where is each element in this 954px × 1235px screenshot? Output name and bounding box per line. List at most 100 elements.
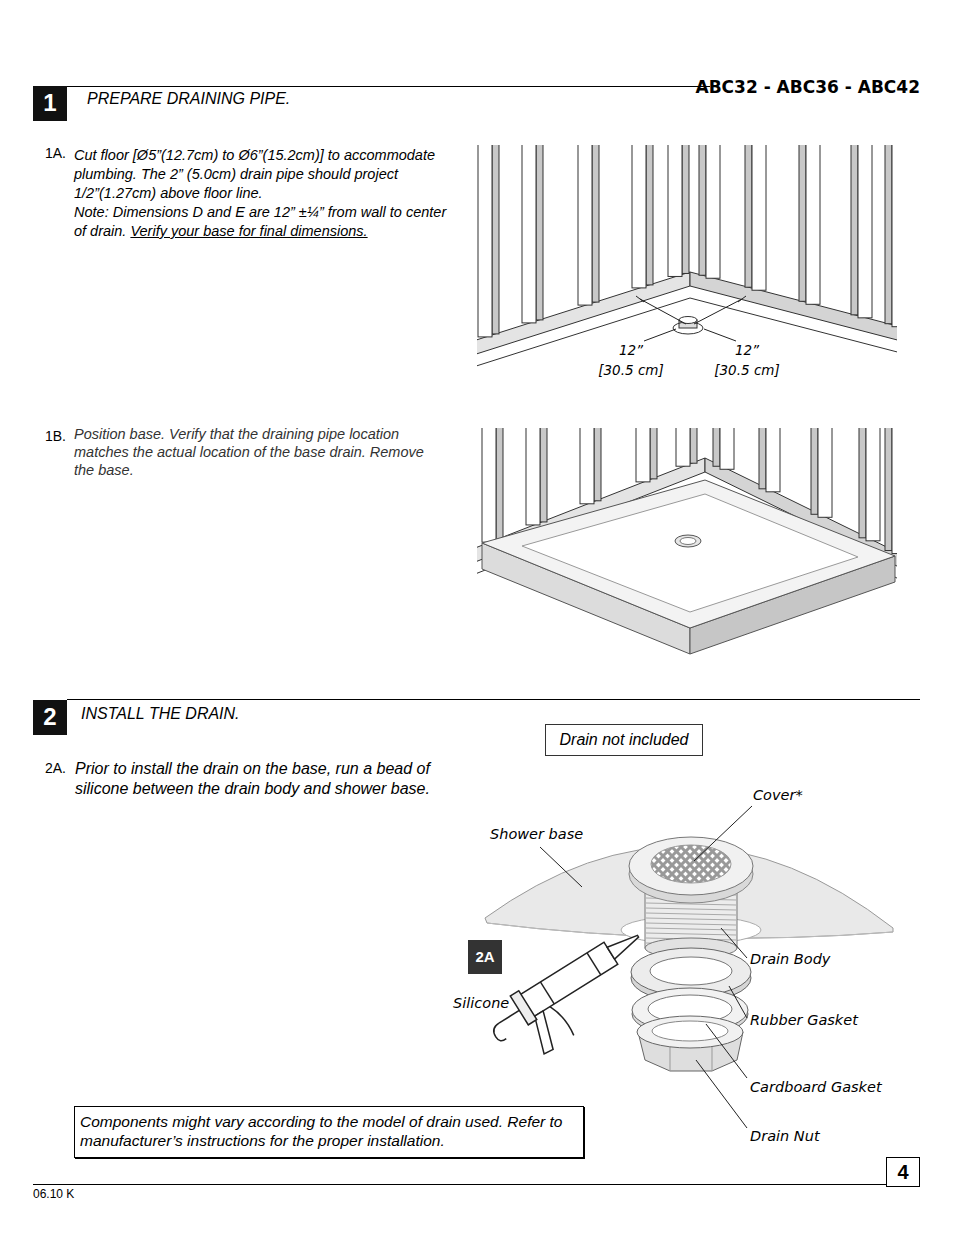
framing-view [477,145,897,371]
caulk-gun [550,1004,575,1038]
dimension: 12” [722,342,772,359]
note-emphasis: Verify your base for final dimensions. [130,223,367,239]
grate [764,840,814,890]
stud [646,145,653,285]
stud [699,145,706,275]
base-top [482,480,895,628]
part-label: Drain Body [750,951,830,968]
stud [682,145,689,273]
caulk-gun [490,1023,508,1043]
grate [755,840,805,890]
stud [866,428,880,541]
stud [578,145,592,305]
stud [580,428,594,504]
stud [752,145,766,290]
part-label: Rubber Gasket [750,1012,858,1029]
thread [646,918,736,920]
caulk-gun [519,942,618,1017]
stud [478,145,492,337]
grate [728,840,778,890]
stud [636,428,650,482]
stud [858,145,872,318]
step-heading: PREPARE DRAINING PIPE. [87,90,290,108]
leader-lines [694,806,752,861]
stud [713,428,720,466]
stud [806,145,820,304]
note-box: Components might vary according to the m… [74,1106,584,1158]
grate [692,840,742,890]
dimension: [30.5 cm] [586,362,676,379]
instruction-text: Position base. Verify that the draining … [74,425,439,479]
stud [885,428,892,551]
stud [526,428,540,525]
stud [811,428,818,514]
stud [859,428,866,538]
stud [720,428,734,469]
base-basin [522,494,858,612]
model-numbers: ABC32 - ABC36 - ABC42 [690,77,920,98]
stud [632,145,646,288]
dimension-lines [644,329,676,341]
stud [818,428,832,517]
thread [646,933,736,935]
stud [592,145,599,302]
dimension: 12” [606,342,656,359]
grate [737,840,787,890]
stud [650,428,657,479]
node-text: 2 [43,704,56,730]
grate [692,840,742,890]
stud [745,145,752,287]
step-heading: INSTALL THE DRAIN. [81,705,240,723]
notice-box: Drain not included [545,724,703,756]
drain-exploded-view [485,837,893,1071]
instruction-text: Cut floor [Ø5”(12.7cm) to Ø6”(15.2cm)] t… [74,146,459,203]
stud [540,428,547,522]
stud [851,145,858,315]
leader-lines [696,1060,747,1128]
thread [646,923,736,925]
caulk-gun [540,982,554,1004]
drain-exploded-view [637,1016,743,1048]
grate [755,840,805,890]
drain-exploded-view [650,957,732,985]
base-view [477,428,897,654]
stud [594,428,601,501]
node-text: Drain not included [560,731,689,749]
stud [536,145,543,320]
rule-lines [67,699,920,700]
stud [766,428,780,492]
caulk-gun [607,930,642,959]
drain-exploded-view [620,840,814,890]
stud [676,428,690,466]
part-label: Cover* [753,787,803,804]
stud [892,428,897,554]
dimension-lines [738,296,746,302]
drain-exploded-view [629,837,753,895]
stud [759,428,766,489]
substep-number: 1B. [45,428,66,444]
stud [690,428,697,463]
grate [746,840,796,890]
thread [646,908,736,910]
node-text: 4 [897,1161,908,1183]
part-label: Silicone [453,995,509,1012]
instruction-text: Prior to install the drain on the base, … [75,759,450,799]
grate [764,840,814,890]
node-text: Components might vary according to the m… [80,1112,576,1150]
stud [482,428,496,542]
leader-lines [540,847,582,887]
step-number-box: 1 [33,86,67,121]
page-number-box: 4 [886,1157,920,1187]
stud [492,145,499,334]
leader-lines [706,1024,747,1078]
stud [522,145,536,323]
dimension-lines [636,296,644,302]
stud [496,428,503,539]
node-text: 1 [43,90,56,116]
part-label: Cardboard Gasket [750,1079,882,1096]
rule-lines [33,1184,920,1185]
base-drain [675,535,701,547]
text-block: Cut floor [Ø5”(12.7cm) to Ø6”(15.2cm)] t… [74,146,459,241]
revision-code: 06.10 K [33,1188,74,1202]
grate [746,840,796,890]
